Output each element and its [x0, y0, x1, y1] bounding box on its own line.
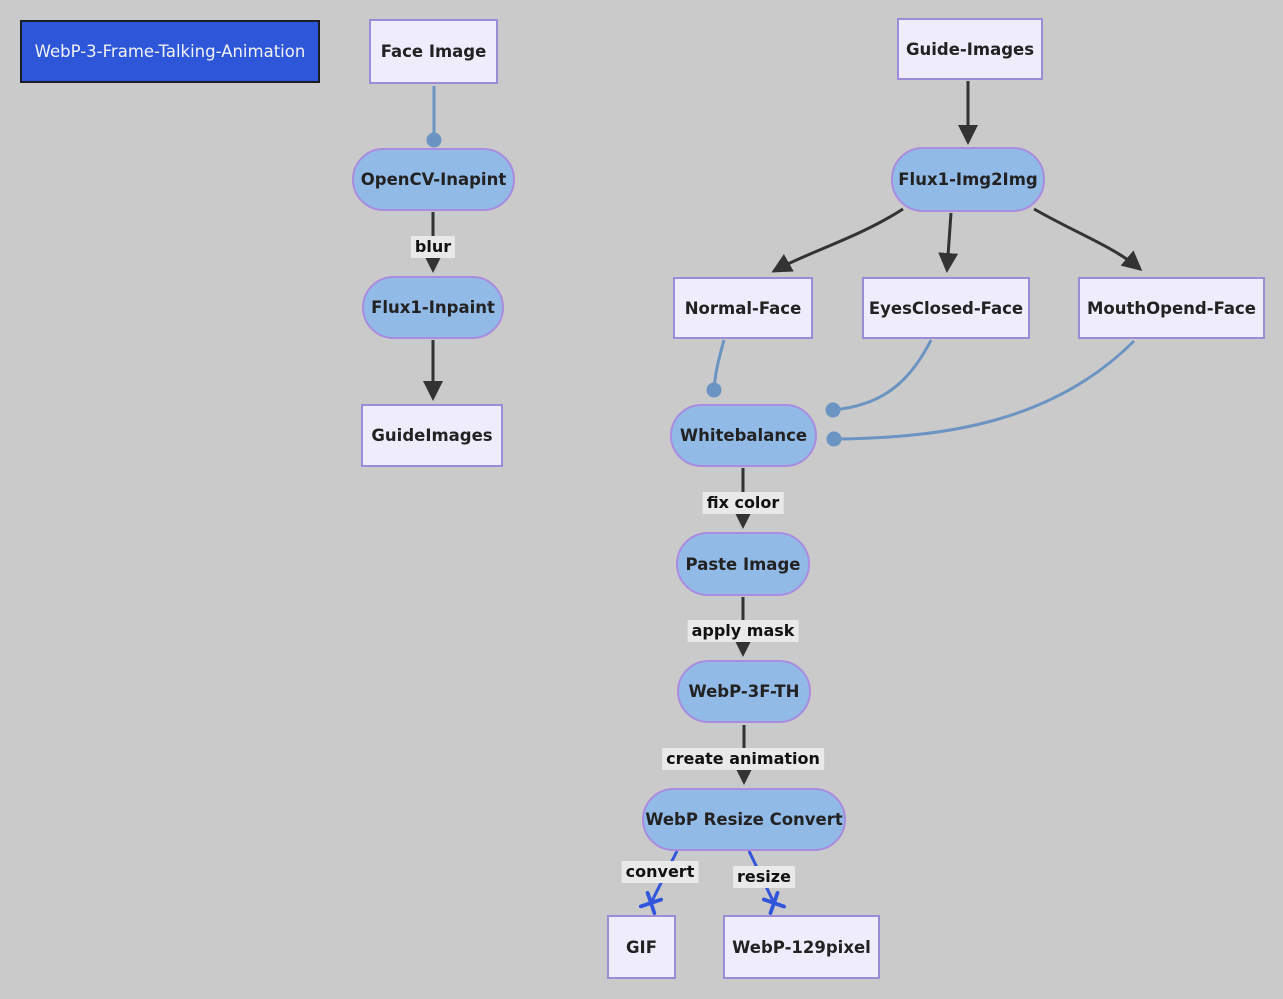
edge-eyesclosed-to-whitebalance — [825, 339, 933, 418]
node-eyesclosed-face: EyesClosed-Face — [862, 277, 1030, 339]
edge-label-convert: convert — [621, 861, 699, 883]
node-flux1-inpaint: Flux1-Inpaint — [362, 276, 504, 339]
edge-label-blur: blur — [410, 236, 456, 258]
edge-label-apply-mask: apply mask — [687, 620, 799, 642]
edge-normalface-to-whitebalance — [706, 339, 726, 398]
edge-label-resize: resize — [733, 866, 795, 888]
node-paste-image: Paste Image — [676, 532, 810, 596]
node-mouthopend-face: MouthOpend-Face — [1078, 277, 1265, 339]
edge-flux1img2img-to-mouthopend — [1033, 207, 1143, 271]
node-guide-images: Guide-Images — [897, 18, 1043, 80]
edge-label-create-animation: create animation — [662, 748, 824, 770]
node-webp-129pixel: WebP-129pixel — [723, 915, 880, 979]
node-webp-resize-convert: WebP Resize Convert — [642, 788, 846, 851]
node-webp-3f-th: WebP-3F-TH — [677, 660, 811, 723]
node-face-image: Face Image — [369, 19, 498, 84]
edge-label-fix-color: fix color — [702, 492, 784, 514]
edge-mouthopend-to-whitebalance — [826, 339, 1136, 447]
node-whitebalance: Whitebalance — [670, 404, 817, 467]
diagram-title: WebP-3-Frame-Talking-Animation — [20, 20, 320, 83]
edge-flux1img2img-to-normalface — [771, 207, 904, 273]
node-guideimages: GuideImages — [361, 404, 503, 467]
node-flux1-img2img: Flux1-Img2Img — [891, 147, 1045, 212]
node-normal-face: Normal-Face — [673, 277, 813, 339]
node-gif: GIF — [607, 915, 676, 979]
edge-flux1img2img-to-eyesclosed — [938, 212, 959, 273]
node-opencv-inapint: OpenCV-Inapint — [352, 148, 515, 211]
